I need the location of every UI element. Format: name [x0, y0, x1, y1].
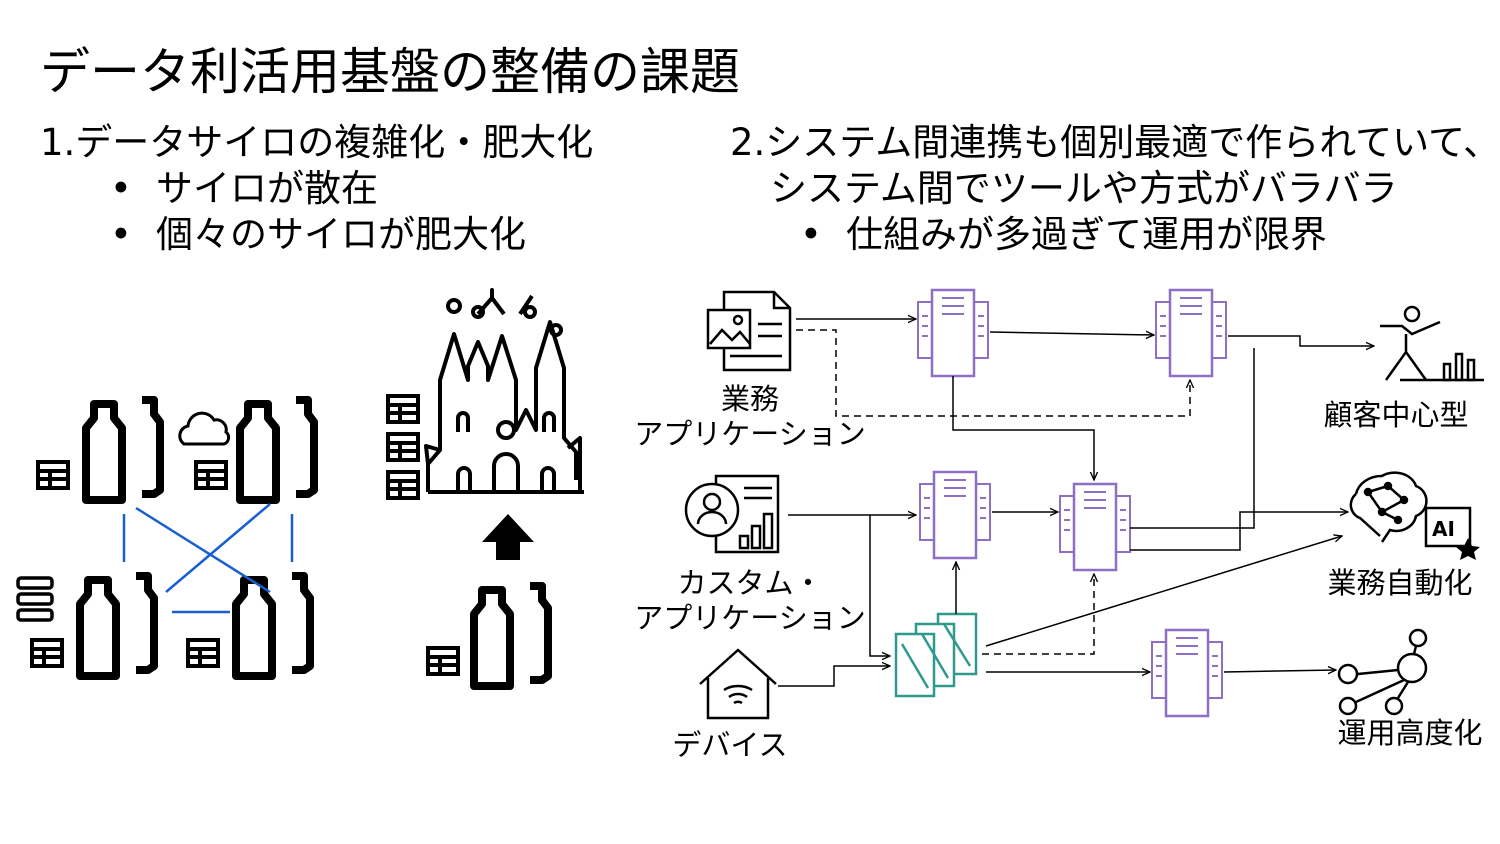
- silo-group-top-left: [36, 400, 160, 500]
- silo-group-bottom-right: [186, 576, 310, 676]
- source-label-custom-app: カスタム・ アプリケーション: [630, 566, 870, 636]
- section1-heading: 1.データサイロの複雑化・肥大化: [40, 121, 594, 164]
- silo-bottle-icon: [474, 590, 510, 686]
- connector: [869, 515, 890, 656]
- page-title: データ利活用基盤の整備の課題: [40, 43, 740, 101]
- cathedral-tables: [386, 394, 420, 500]
- connectors: [778, 319, 1374, 687]
- connector: [1228, 335, 1374, 346]
- table-icon: [386, 432, 420, 462]
- section2-bullet-1: • 仕組みが多過ぎて運用が限界: [800, 212, 1327, 258]
- silo-link: [135, 506, 271, 594]
- document-image-icon: [706, 290, 792, 372]
- data-stream-icon: [894, 612, 978, 698]
- section2-heading-line1: 2.システム間連携も個別最適で作られていて、: [730, 121, 1500, 164]
- table-icon: [30, 638, 64, 668]
- bullet-dot: •: [800, 213, 822, 256]
- bullet-text: サイロが散在: [156, 167, 378, 210]
- silo-bottle-icon: [86, 404, 122, 500]
- label-line: アプリケーション: [634, 417, 866, 451]
- home-wifi-icon: [699, 648, 777, 720]
- connector: [952, 376, 1094, 480]
- growth-arrow-icon: [482, 514, 534, 560]
- connector: [1130, 512, 1348, 551]
- single-silo: [426, 586, 548, 686]
- bullet-dot: •: [110, 213, 132, 256]
- silo-link: [165, 503, 271, 593]
- section1-bullet-1: • サイロが散在: [110, 166, 378, 212]
- connector: [1223, 670, 1336, 672]
- silo-bottle-icon: [240, 404, 276, 500]
- connector: [989, 332, 1154, 335]
- silo-bottle-icon: [80, 580, 116, 676]
- section2-heading-line2: システム間でツールや方式がバラバラ: [770, 167, 1398, 210]
- silo-bracket-icon: [136, 576, 154, 670]
- silo-bracket-icon: [142, 400, 160, 494]
- cloud-icon: [178, 411, 231, 446]
- target-label-ops-advancement: 運用高度化: [1337, 716, 1483, 750]
- user-report-icon: [684, 474, 780, 554]
- table-icon: [386, 394, 420, 424]
- server-icon: [1154, 288, 1228, 378]
- label-line: アプリケーション: [634, 601, 866, 635]
- table-icon: [186, 638, 220, 668]
- silo-links: [122, 503, 294, 614]
- silo-group-top-right: [178, 400, 314, 500]
- table-icon: [426, 646, 460, 676]
- target-label-business-automation: 業務自動化: [1327, 566, 1473, 600]
- silo-bracket-icon: [292, 576, 310, 670]
- label-line: カスタム・: [677, 566, 823, 600]
- silo-group-bottom-left: [16, 576, 154, 676]
- table-icon: [386, 470, 420, 500]
- connector-dashed: [796, 329, 1190, 417]
- connector: [778, 666, 890, 687]
- bullet-dot: •: [110, 167, 132, 210]
- label-line: デバイス: [672, 728, 788, 762]
- server-icon: [1150, 628, 1224, 718]
- silo-bracket-icon: [296, 400, 314, 494]
- silo-bracket-icon: [530, 586, 548, 680]
- table-icon: [194, 460, 228, 490]
- server-icon: [916, 288, 990, 378]
- bullet-text: 仕組みが多過ぎて運用が限界: [846, 213, 1327, 256]
- section1-bullet-2: • 個々のサイロが肥大化: [110, 212, 526, 258]
- ai-badge: AI: [1432, 517, 1455, 541]
- server-icon: [1058, 482, 1132, 572]
- server-icon: [918, 470, 992, 560]
- table-icon: [36, 460, 70, 490]
- server-stack-icon: [16, 576, 54, 622]
- label-line: 業務: [720, 382, 779, 416]
- network-hub-icon: [1337, 628, 1428, 716]
- yoga-chart-icon: [1380, 305, 1484, 382]
- cathedral-icon: [424, 288, 584, 494]
- source-label-business-app: 業務 アプリケーション: [630, 382, 870, 452]
- silo-bottle-icon: [236, 580, 272, 676]
- connector: [1130, 348, 1255, 529]
- connector: [985, 536, 1342, 647]
- source-label-device: デバイス: [660, 728, 800, 763]
- ai-brain-icon: [1349, 471, 1480, 560]
- connector-dashed: [982, 574, 1094, 655]
- bullet-text: 個々のサイロが肥大化: [156, 213, 526, 256]
- target-label-customer-centric: 顧客中心型: [1323, 398, 1469, 432]
